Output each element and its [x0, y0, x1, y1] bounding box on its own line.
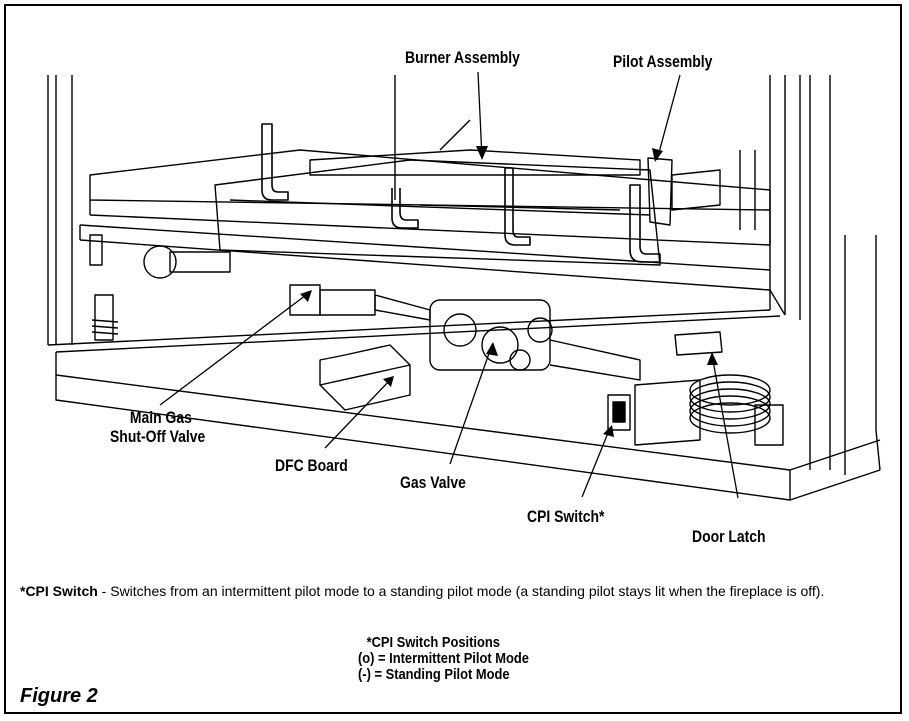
door-latch-label: Door Latch [692, 527, 766, 546]
cpi-switch-positions: *CPI Switch Positions (o) = Intermittent… [358, 635, 529, 683]
grate-hooks [261, 123, 661, 263]
dfc-board-label: DFC Board [275, 456, 348, 475]
cpi-switch-note-term: *CPI Switch [20, 583, 98, 599]
burner-pan [214, 119, 661, 266]
cabinet-frame [47, 75, 881, 501]
figure-caption: Figure 2 [20, 685, 98, 707]
dfc-board-shape [319, 344, 411, 411]
position-standing: (-) = Standing Pilot Mode [358, 666, 510, 683]
burner-assembly-label: Burner Assembly [405, 48, 520, 67]
leader-lines [159, 71, 739, 499]
main-gas-label-line1: Main Gas [129, 408, 192, 427]
coil-tubing [689, 374, 771, 434]
main-gas-label-line2: Shut-Off Valve [110, 427, 206, 446]
gas-line [289, 284, 641, 381]
position-intermittent: (o) = Intermittent Pilot Mode [358, 650, 529, 667]
cpi-switch-label: CPI Switch* [527, 507, 605, 526]
cpi-switch-shape [607, 379, 701, 446]
cpi-switch-note-text: - Switches from an intermittent pilot mo… [97, 583, 825, 599]
figure-frame [4, 4, 902, 714]
pilot-assembly-label: Pilot Assembly [613, 52, 713, 71]
gas-valve-label: Gas Valve [400, 473, 466, 492]
door-latch-shape [89, 234, 784, 446]
cpi-switch-note: *CPI Switch - Switches from an intermitt… [20, 582, 900, 600]
main-gas-valve-label: Main Gas Shut-Off Valve [110, 408, 205, 446]
arrow-heads [300, 146, 718, 437]
positions-heading: *CPI Switch Positions [366, 634, 500, 651]
pilot-assembly-shape [647, 150, 756, 230]
